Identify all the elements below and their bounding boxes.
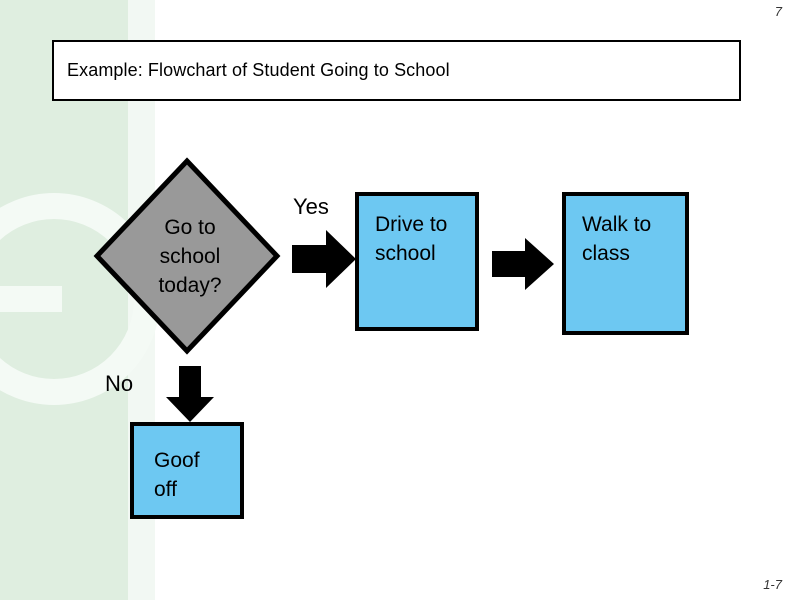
edge-label-no: No [105,371,134,396]
flowchart-node-walk-to-class[interactable]: Walk to class [562,192,689,335]
page-title: Example: Flowchart of Student Going to S… [67,60,450,80]
arrow-right-icon-drive-to-walk [492,238,554,290]
background-ring-tab-decoration [0,286,62,312]
page-number-bottom-right: 1-7 [763,577,782,592]
page-number-top-right: 7 [774,4,782,19]
goof-label-line-1: Goof [154,449,200,472]
flowchart-node-decision[interactable]: Go to school today? [93,157,281,355]
arrow-down-icon-decision-to-goof [166,366,214,422]
walk-label-line-2: class [582,242,630,265]
flowchart-node-drive-to-school[interactable]: Drive to school [355,192,479,331]
arrow-right-icon-decision-to-drive [292,230,356,288]
drive-label-line-2: school [375,242,436,265]
goof-label-line-2: off [154,478,177,501]
drive-label-line-1: Drive to [375,213,448,236]
flowchart-node-goof-off[interactable]: Goof off [130,422,244,519]
edge-label-yes: Yes [293,194,329,219]
walk-label-line-1: Walk to [582,213,652,236]
slide-title-box: Example: Flowchart of Student Going to S… [52,40,741,101]
